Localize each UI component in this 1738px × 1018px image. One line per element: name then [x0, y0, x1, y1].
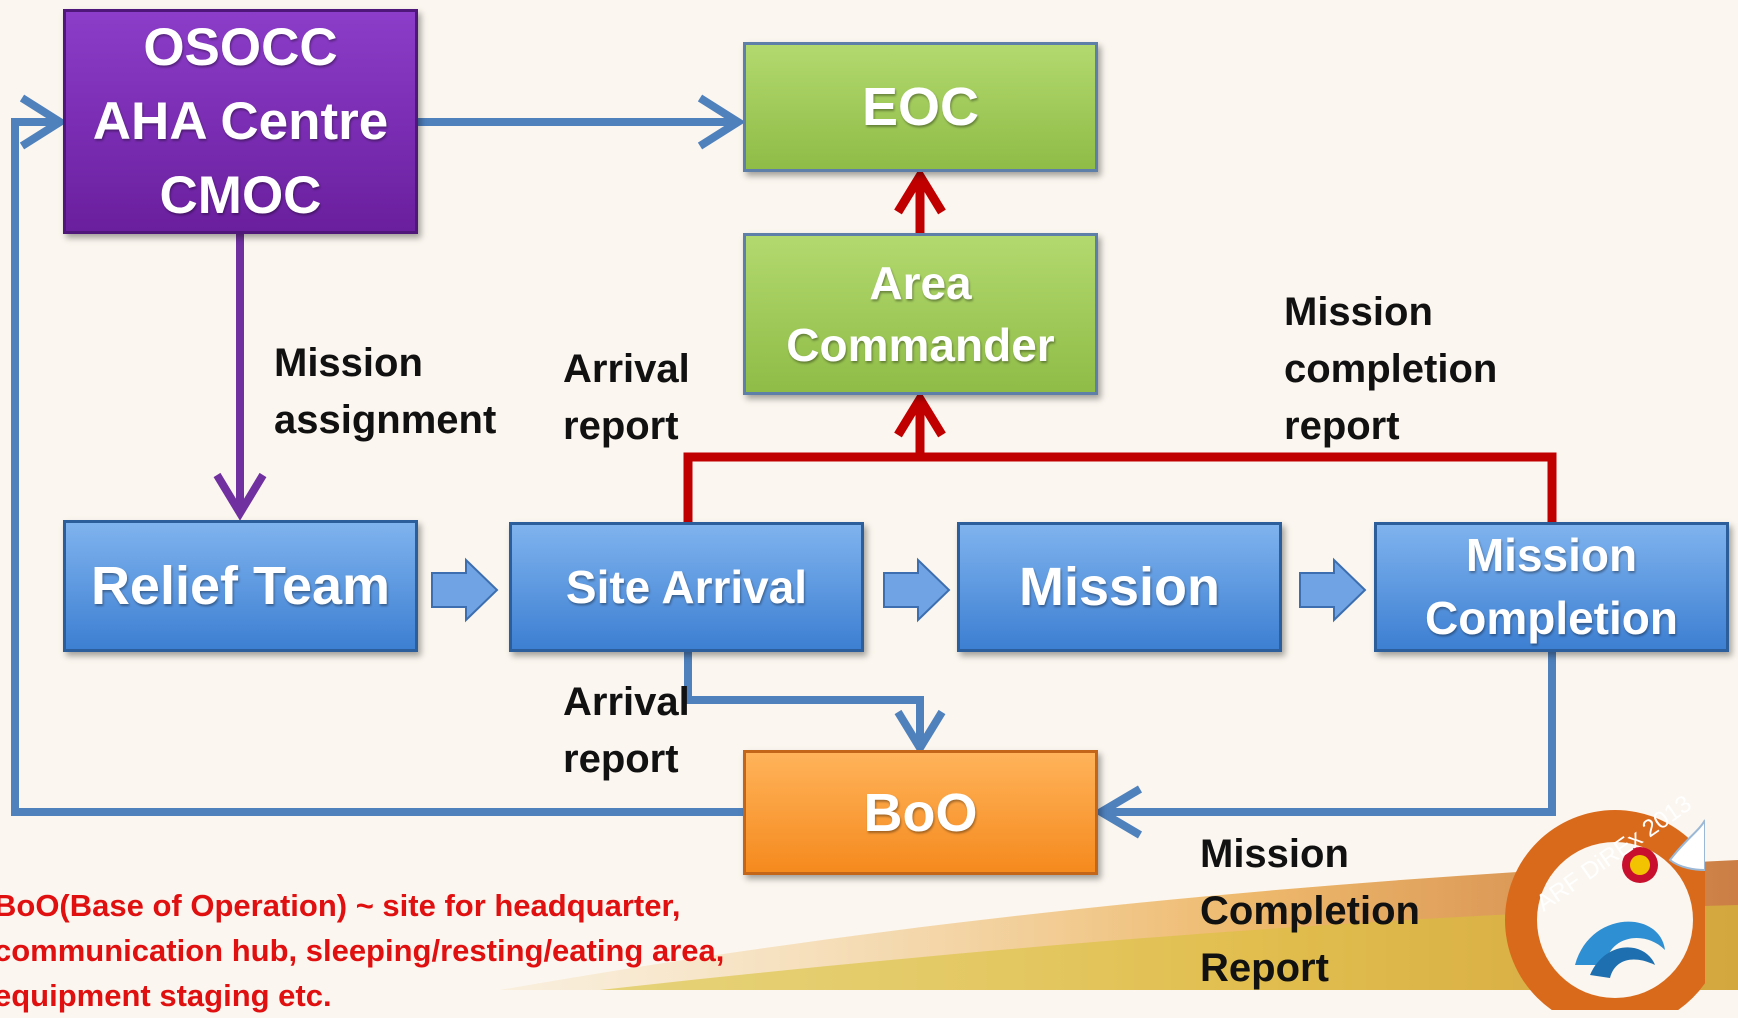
- block-arrow-3: [1299, 557, 1367, 623]
- arrow-site-arrival-to-boo: [684, 650, 924, 745]
- connector-layer: [11, 94, 1557, 839]
- eoc-label: EOC: [861, 77, 980, 137]
- mission-box: Mission: [957, 522, 1282, 652]
- arrival-report-bottom-label: Arrival report: [563, 680, 690, 781]
- block-arrow-1: [431, 557, 499, 623]
- boo-box: BoO: [743, 750, 1098, 875]
- osocc-box: OSOCC AHA Centre CMOC: [63, 9, 418, 234]
- mission-completion-box: Mission Completion: [1374, 522, 1729, 652]
- arf-direx-logo: ARF DiREx 2013: [1495, 790, 1725, 1018]
- arrow-reports-to-area-commander: [683, 452, 1557, 522]
- wave-icon: [1575, 921, 1665, 978]
- area-commander-box: Area Commander: [743, 233, 1098, 395]
- eoc-box: EOC: [743, 42, 1098, 172]
- mission-completion-label: Mission Completion: [1425, 529, 1678, 644]
- boo-definition-note: BoO(Base of Operation) ~ site for headqu…: [0, 888, 725, 1013]
- mission-completion-report-bottom-label: Mission Completion Report: [1200, 832, 1420, 990]
- arrow-completion-to-boo: [1100, 650, 1556, 816]
- block-arrow-2: [883, 557, 951, 623]
- relief-team-label: Relief Team: [90, 556, 391, 616]
- mission-completion-report-top-label: Mission completion report: [1284, 290, 1498, 448]
- arrival-report-top-label: Arrival report: [563, 347, 690, 448]
- decorative-swoosh: [500, 860, 1738, 990]
- mission-label: Mission: [1018, 557, 1221, 617]
- relief-team-box: Relief Team: [63, 520, 418, 652]
- area-commander-label: Area Commander: [786, 257, 1055, 371]
- site-arrival-label: Site Arrival: [565, 561, 808, 613]
- osocc-label: OSOCC AHA Centre CMOC: [92, 17, 389, 225]
- arrow-boo-to-osocc: [11, 118, 745, 816]
- mission-assignment-label: Mission assignment: [274, 341, 497, 442]
- emblem-icon: [1622, 847, 1658, 883]
- boo-label: BoO: [863, 782, 978, 843]
- site-arrival-box: Site Arrival: [509, 522, 864, 652]
